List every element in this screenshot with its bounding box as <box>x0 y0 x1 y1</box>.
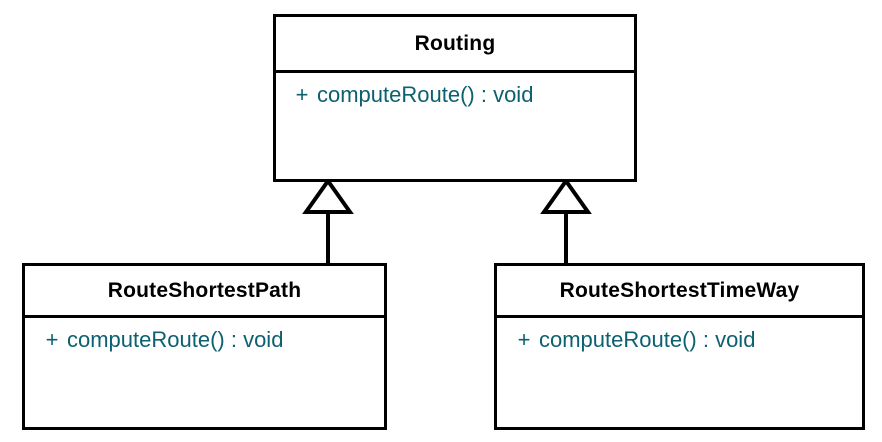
member-visibility: + <box>517 327 531 352</box>
class-members-routing: + computeRoute() : void <box>276 73 634 179</box>
class-name-route-shortest-path: RouteShortestPath <box>25 266 384 318</box>
member-row: + computeRoute() : void <box>25 327 384 353</box>
class-members-route-shortest-time-way: + computeRoute() : void <box>497 318 862 427</box>
generalization-route-shortest-time-way-to-routing[interactable] <box>534 177 598 269</box>
class-members-route-shortest-path: + computeRoute() : void <box>25 318 384 427</box>
member-row: + computeRoute() : void <box>276 82 634 108</box>
member-signature: computeRoute() : void <box>67 327 284 352</box>
member-signature: computeRoute() : void <box>539 327 756 352</box>
generalization-triangle-right <box>540 177 592 214</box>
member-visibility: + <box>45 327 59 352</box>
class-name-route-shortest-time-way: RouteShortestTimeWay <box>497 266 862 318</box>
member-signature: computeRoute() : void <box>317 82 534 107</box>
class-box-route-shortest-time-way[interactable]: RouteShortestTimeWay + computeRoute() : … <box>494 263 865 430</box>
member-row: + computeRoute() : void <box>497 327 862 353</box>
generalization-route-shortest-path-to-routing[interactable] <box>296 177 360 269</box>
class-name-routing: Routing <box>276 17 634 73</box>
member-visibility: + <box>295 82 309 107</box>
generalization-triangle-left <box>302 177 354 214</box>
class-box-routing[interactable]: Routing + computeRoute() : void <box>273 14 637 182</box>
class-box-route-shortest-path[interactable]: RouteShortestPath + computeRoute() : voi… <box>22 263 387 430</box>
